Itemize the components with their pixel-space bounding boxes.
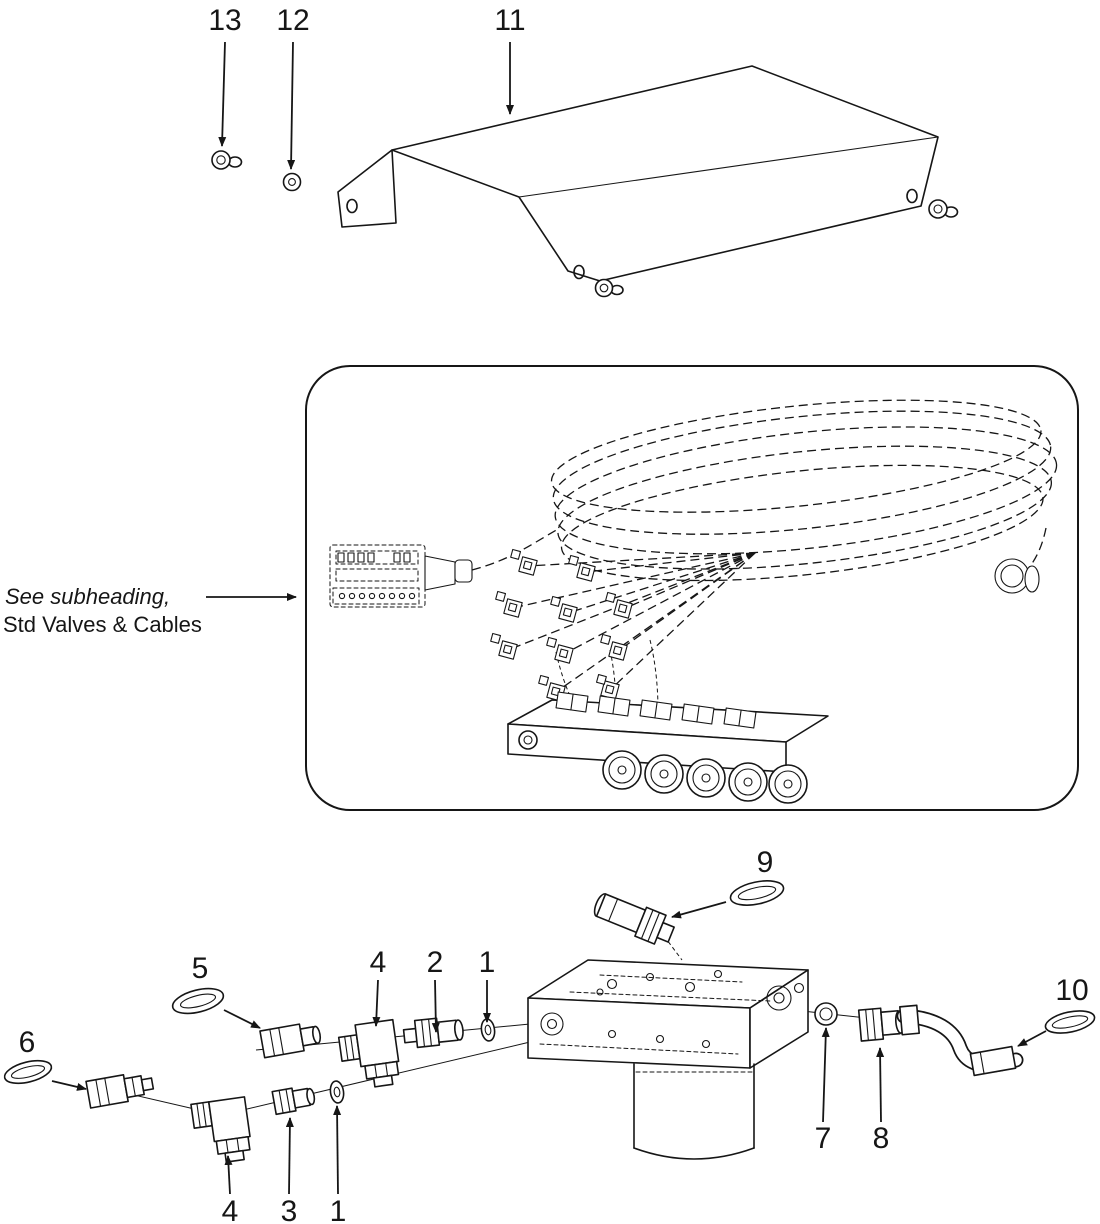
harness-branch-wires	[507, 552, 756, 693]
callout-12-arrow	[287, 41, 296, 170]
callout-1-lower-arrow	[333, 1105, 342, 1195]
oring-7	[814, 1002, 838, 1026]
flange-hole-bottom	[573, 264, 585, 280]
callout-10: 10	[1055, 974, 1088, 1007]
valve-bank	[507, 691, 829, 804]
flange-hole-right	[906, 188, 918, 204]
callout-1-lower: 1	[330, 1195, 347, 1224]
callout-5: 5	[192, 952, 209, 985]
cover-panel	[391, 65, 939, 282]
callout-4-upper: 4	[370, 946, 387, 979]
flange-hole-left	[346, 198, 358, 214]
cover-panel-assembly	[211, 65, 959, 298]
note-line-2: Std Valves & Cables	[3, 612, 202, 637]
callout-2-arrow	[431, 979, 440, 1033]
callout-13: 13	[208, 4, 241, 37]
harness-main-connector	[329, 544, 473, 608]
callout-13-arrow	[218, 41, 227, 147]
oring-10	[1044, 1010, 1096, 1034]
callout-6: 6	[19, 1026, 36, 1059]
callout-9: 9	[757, 846, 774, 879]
fitting-2	[402, 1017, 464, 1049]
manifold-block	[527, 959, 809, 1069]
filter-canister	[633, 1063, 755, 1160]
fitting-5	[259, 1023, 322, 1059]
callout-8-arrow	[876, 1047, 885, 1123]
callout-6-arrow	[51, 1080, 87, 1091]
subassembly-box	[305, 365, 1079, 811]
callout-3: 3	[281, 1195, 298, 1224]
harness-round-connector	[994, 558, 1040, 594]
fitting-9	[593, 893, 675, 945]
bottom-callout-arrows	[51, 901, 1047, 1195]
elbow-fitting-4-lower	[190, 1096, 251, 1163]
callout-9-arrow	[671, 901, 727, 919]
callout-11: 11	[494, 4, 525, 37]
branch-plug-connectors	[490, 548, 633, 702]
fitting-3	[271, 1087, 316, 1116]
washer-1-lower	[329, 1080, 345, 1104]
oring-9	[729, 880, 785, 906]
cable-coil	[550, 399, 1058, 582]
fitting-6	[85, 1074, 155, 1109]
washer-12	[282, 172, 302, 192]
callout-2: 2	[427, 946, 444, 979]
callout-4-upper-arrow	[372, 979, 381, 1027]
cover-panel-fold-line	[518, 136, 939, 198]
callout-5-arrow	[223, 1009, 261, 1029]
subheading-note: See subheading, Std Valves & Cables	[3, 584, 297, 637]
screw-13	[211, 150, 243, 170]
oring-6	[3, 1059, 53, 1085]
hose-10	[896, 1004, 1024, 1077]
callout-1-upper: 1	[479, 946, 496, 979]
note-line-1: See subheading,	[5, 584, 170, 609]
callout-3-arrow	[285, 1117, 294, 1195]
cover-panel-left-flange	[337, 149, 397, 228]
panel-screw-right	[928, 199, 959, 219]
oring-5	[171, 987, 225, 1015]
callout-7-arrow	[821, 1027, 830, 1123]
valve-coil-knobs	[602, 750, 808, 804]
panel-screw-bottom	[594, 278, 624, 298]
callout-8: 8	[873, 1122, 890, 1155]
callout-10-arrow	[1017, 1030, 1047, 1047]
callout-4-lower: 4	[222, 1195, 239, 1224]
elbow-fitting-4-upper	[337, 1018, 400, 1088]
callout-7: 7	[815, 1122, 832, 1155]
callout-4-lower-arrow	[224, 1155, 233, 1195]
washer-1-upper	[480, 1018, 496, 1042]
callout-12: 12	[276, 4, 309, 37]
